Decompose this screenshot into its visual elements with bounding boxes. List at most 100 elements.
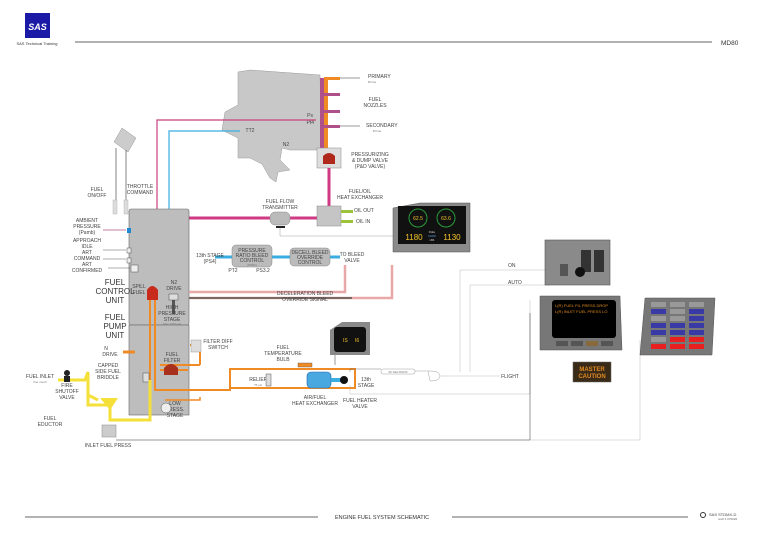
svg-text:FUEL FLOW: FUEL FLOW [266,199,295,205]
svg-text:FUEL: FUEL [277,345,290,351]
svg-text:OIL IN: OIL IN [356,219,371,225]
engine-display: 62.5 63.6 1180 1130 FUEL FLOW LBS [392,202,471,253]
svg-text:RATIO BLEED: RATIO BLEED [236,253,269,259]
display-button-1[interactable] [556,341,568,346]
fuel-heat-toggle[interactable] [560,264,568,276]
display-button-2[interactable] [571,341,583,346]
svg-text:TT2: TT2 [246,128,255,134]
annunciator-light [689,344,704,349]
fcu-title: FUEL [105,278,126,287]
svg-text:CONTROL: CONTROL [95,287,135,296]
timer-label: 90 SECONDS [388,370,407,374]
svg-text:INLET FUEL PRESS: INLET FUEL PRESS [85,443,132,449]
throttle-lever-icon [113,127,137,153]
annunciator-light [689,302,704,307]
flow-components: FUEL FLOW TRANSMITTER FUEL/OIL HEAT EXCH… [262,189,395,237]
master-caution-line-1: MASTER [579,367,605,373]
svg-text:TEMPERATURE: TEMPERATURE [264,351,302,357]
annunciator-light [670,302,685,307]
master-caution-light[interactable]: MASTER CAUTION [572,361,612,383]
revision: rev# 1 070926 [718,517,738,521]
annunciator-light [689,330,704,335]
svg-text:FUEL INLET: FUEL INLET [26,374,54,380]
svg-text:TRANSMITTER: TRANSMITTER [262,205,298,211]
svg-text:FLOW: FLOW [428,235,436,238]
engine-core [221,69,323,183]
svg-text:LBS: LBS [430,239,435,242]
svg-text:PRESSURE: PRESSURE [73,224,101,230]
svg-text:VALVE: VALVE [352,404,368,410]
svg-text:CONFIRMED: CONFIRMED [72,268,103,274]
svg-text:CONTROL: CONTROL [298,260,323,266]
svg-text:ON/OFF: ON/OFF [88,193,107,199]
annunciator-light [651,302,666,307]
svg-text:SWITCH: SWITCH [208,345,228,351]
alert-display: L(R) FUEL FIL PRESS DROP L(R) INLET FUEL… [539,295,623,351]
svg-text:PT2: PT2 [228,268,237,274]
footer: ENGINE FUEL SYSTEM SCHEMATIC SAS STDMX-D… [25,512,738,521]
nozzle-manifold-purple [320,78,324,150]
air-fuel-heat-exchanger [306,371,332,389]
svg-text:HIGH: HIGH [166,305,179,311]
svg-text:AIR/FUEL: AIR/FUEL [304,395,327,401]
svg-text:STAGE: STAGE [167,413,184,419]
svg-text:FIRE: FIRE [61,383,73,389]
svg-text:ART: ART [82,250,92,256]
svg-text:CAPPED: CAPPED [98,363,119,369]
svg-text:FUEL: FUEL [133,290,146,296]
svg-text:PRESSURE: PRESSURE [158,311,186,317]
switch-guard-left[interactable] [581,250,591,272]
svg-text:IS: IS [343,338,348,344]
svg-text:Pt4: Pt4 [306,120,314,126]
fuel-eductor-icon [100,398,118,410]
doc-id: SAS STDMX-D [709,512,736,517]
nozzle-manifold-orange [324,78,328,150]
right-n1-value: 63.6 [441,216,451,222]
annunciator-panel [639,297,716,356]
svg-text:13th STAGE: 13th STAGE [196,253,224,259]
svg-text:THROTTLE: THROTTLE [127,184,154,190]
display-button-3[interactable] [586,341,598,346]
low-pressure-pump-icon [160,402,172,414]
svg-text:SPILL: SPILL [132,284,146,290]
selector-knob[interactable] [575,267,585,277]
filter-diff-switch [190,339,202,353]
svg-text:SIDE FUEL: SIDE FUEL [95,369,121,375]
svg-text:PS3.2: PS3.2 [256,268,270,274]
annunciator-light [670,330,685,335]
fpu-title: FUEL [105,313,126,322]
annunciator-light [651,323,666,328]
svg-text:I6: I6 [355,338,359,344]
sas-logo [25,13,50,38]
annunciator-light [670,309,685,314]
display-button-4[interactable] [601,341,613,346]
svg-text:(Pamb): (Pamb) [79,230,96,236]
svg-text:CONTROL: CONTROL [240,258,265,264]
throttle: FUEL ON/OFF THROTTLE COMMAND [88,127,154,215]
svg-text:OVERRIDE: OVERRIDE [297,255,324,261]
annunciator-light [651,330,666,335]
svg-text:(P&D VALVE): (P&D VALVE) [355,164,386,170]
svg-text:TO BLEED: TO BLEED [340,252,365,258]
svg-text:(PRBC): (PRBC) [247,263,257,267]
fire-shutoff-valve-icon [64,370,70,376]
switch-guard-right[interactable] [594,250,604,272]
annunciator-light [651,316,666,321]
sense-lines [156,119,331,220]
svg-text:HEAT EXCHANGER: HEAT EXCHANGER [292,401,338,407]
left-fuel-flow: 1180 [405,233,423,242]
svg-text:AUTO: AUTO [508,280,522,286]
svg-text:AMBIENT: AMBIENT [76,218,98,224]
svg-text:DECELL BLEED: DECELL BLEED [291,250,328,256]
metering-valve-icon [147,286,158,300]
fuel-control-unit: AMBIENT PRESSURE (Pamb) APPROACH IDLE AR… [72,208,190,416]
annunciator-light [689,323,704,328]
master-caution-line-2: CAUTION [578,374,605,380]
fuel-temp-indicator: IS I6 [330,322,370,355]
svg-text:UNIT: UNIT [106,296,125,305]
svg-text:FUEL: FUEL [166,352,179,358]
svg-text:13th: 13th [361,377,371,383]
fuel-pump-internals: FUEL PUMP UNIT HIGH PRESSURE STAGE Max 1… [102,300,356,419]
svg-text:N: N [104,346,108,352]
svg-text:FUEL/OIL: FUEL/OIL [349,189,371,195]
